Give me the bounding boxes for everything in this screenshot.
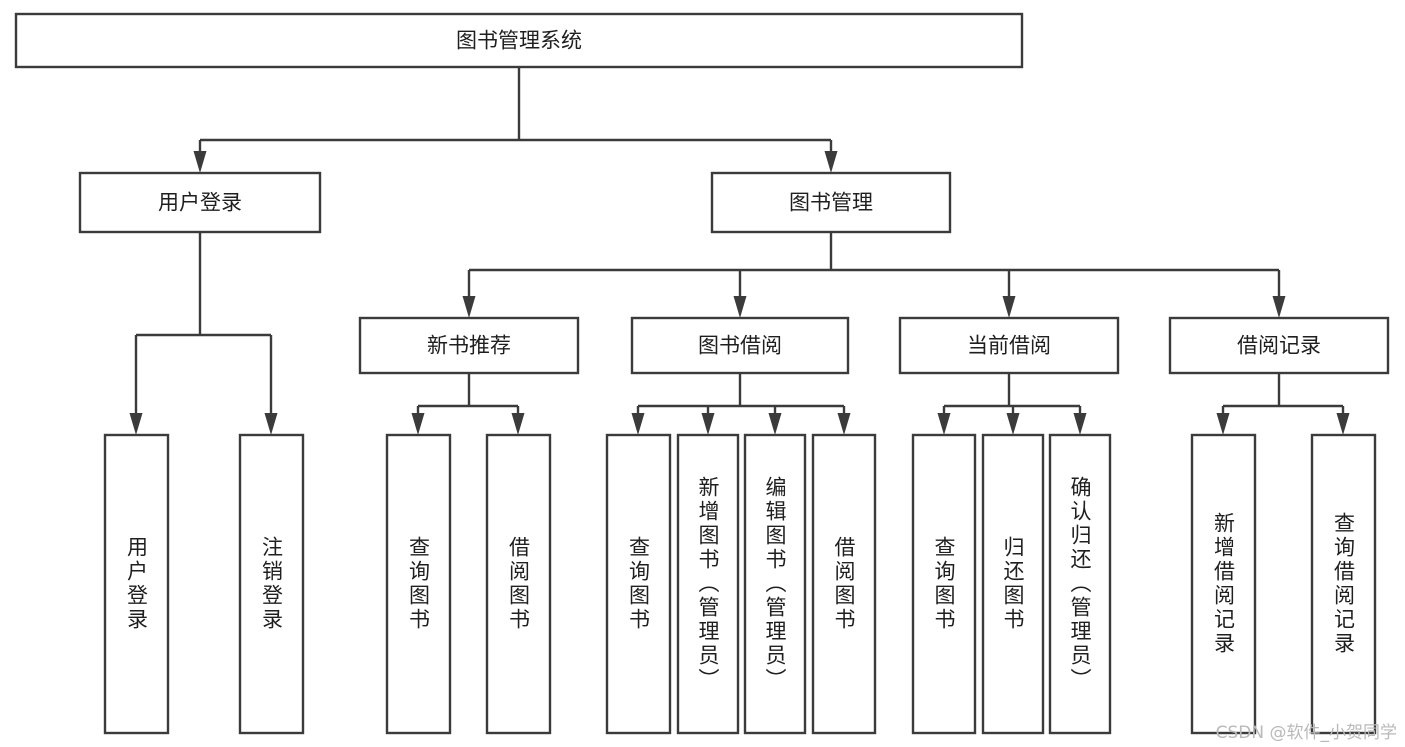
node-box[interactable] [630,316,850,375]
connector-root [193,67,838,173]
node-leaf-rec-query[interactable]: 查询图书 [385,433,452,735]
node-label: 新增借阅记录 [1212,512,1236,656]
node-box[interactable] [78,171,322,234]
node-box[interactable] [14,12,1024,69]
node-book-borrow[interactable]: 图书借阅 [630,316,850,375]
node-leaf-cur-confirm[interactable]: 确认归还（管理员） [1048,433,1112,735]
arrow-head-icon [1336,413,1350,435]
arrow-head-icon [824,151,838,173]
node-label: 确认归还（管理员） [1068,476,1092,692]
arrow-head-icon [701,413,715,435]
node-borrow-record[interactable]: 借阅记录 [1168,316,1390,375]
node-root[interactable]: 图书管理系统 [14,12,1024,69]
node-current-borrow[interactable]: 当前借阅 [898,316,1120,375]
connector-book-manage [462,232,1286,318]
node-box[interactable] [485,433,552,735]
node-box[interactable] [898,316,1120,375]
connector-book-borrow [631,373,851,435]
node-user-login[interactable]: 用户登录 [78,171,322,234]
node-box[interactable] [911,433,977,735]
arrow-head-icon [1216,413,1230,435]
node-label: 借阅图书 [507,536,531,632]
connector-current-borrow [937,373,1087,435]
node-leaf-borrow-query[interactable]: 查询图书 [605,433,672,735]
node-leaf-borrow-lend[interactable]: 借阅图书 [811,433,877,735]
arrow-head-icon [837,413,851,435]
node-leaf-user-login[interactable]: 用户登录 [103,433,170,735]
node-leaf-rec-add[interactable]: 新增借阅记录 [1190,433,1257,735]
node-label: 图书管理系统 [456,29,582,53]
node-label: 查询图书 [407,536,431,632]
node-label: 查询图书 [627,536,651,632]
arrow-head-icon [1006,413,1020,435]
node-box[interactable] [676,433,740,735]
csdn-watermark: CSDN @软件_小贺同学 [1215,723,1397,743]
arrow-head-icon [264,413,278,435]
node-label: 归还图书 [1001,536,1025,632]
node-label: 借阅记录 [1237,334,1321,358]
node-box[interactable] [385,433,452,735]
node-label: 图书管理 [789,191,873,215]
arrow-head-icon [193,151,207,173]
node-label: 当前借阅 [967,334,1051,358]
node-box[interactable] [358,316,580,375]
node-label: 新书推荐 [427,334,511,358]
arrow-head-icon [768,413,782,435]
node-leaf-rec-borrow[interactable]: 借阅图书 [485,433,552,735]
node-leaf-cur-query[interactable]: 查询图书 [911,433,977,735]
node-box[interactable] [238,433,305,735]
connector-user-login [129,232,278,435]
node-box[interactable] [981,433,1045,735]
node-box[interactable] [743,433,807,735]
arrow-head-icon [631,413,645,435]
node-leaf-rec-search[interactable]: 查询借阅记录 [1310,433,1377,735]
arrow-head-icon [411,413,425,435]
node-label: 注销登录 [260,536,284,632]
node-label: 图书借阅 [698,334,782,358]
arrow-head-icon [129,413,143,435]
node-label: 用户登录 [158,191,242,215]
node-leaf-borrow-edit[interactable]: 编辑图书（管理员） [743,433,807,735]
node-box[interactable] [710,171,952,234]
nodes-layer: 图书管理系统用户登录图书管理新书推荐图书借阅当前借阅借阅记录用户登录注销登录查询… [14,12,1390,735]
connectors-layer [129,67,1350,435]
node-leaf-borrow-add[interactable]: 新增图书（管理员） [676,433,740,735]
node-label: 用户登录 [125,536,149,632]
connector-new-book-rec [411,373,525,435]
node-label: 新增图书（管理员） [696,476,720,692]
node-label: 查询借阅记录 [1332,512,1356,656]
arrow-head-icon [511,413,525,435]
arrow-head-icon [462,296,476,318]
node-leaf-user-logout[interactable]: 注销登录 [238,433,305,735]
connector-borrow-record [1216,373,1350,435]
node-box[interactable] [605,433,672,735]
node-box[interactable] [1168,316,1390,375]
node-book-manage[interactable]: 图书管理 [710,171,952,234]
arrow-head-icon [937,413,951,435]
arrow-head-icon [733,296,747,318]
arrow-head-icon [1002,296,1016,318]
node-label: 借阅图书 [832,536,856,632]
node-box[interactable] [811,433,877,735]
node-box[interactable] [103,433,170,735]
node-box[interactable] [1310,433,1377,735]
node-box[interactable] [1048,433,1112,735]
arrow-head-icon [1272,296,1286,318]
node-leaf-cur-return[interactable]: 归还图书 [981,433,1045,735]
arrow-head-icon [1073,413,1087,435]
node-label: 查询图书 [932,536,956,632]
node-label: 编辑图书（管理员） [763,476,787,692]
node-new-book-rec[interactable]: 新书推荐 [358,316,580,375]
node-box[interactable] [1190,433,1257,735]
